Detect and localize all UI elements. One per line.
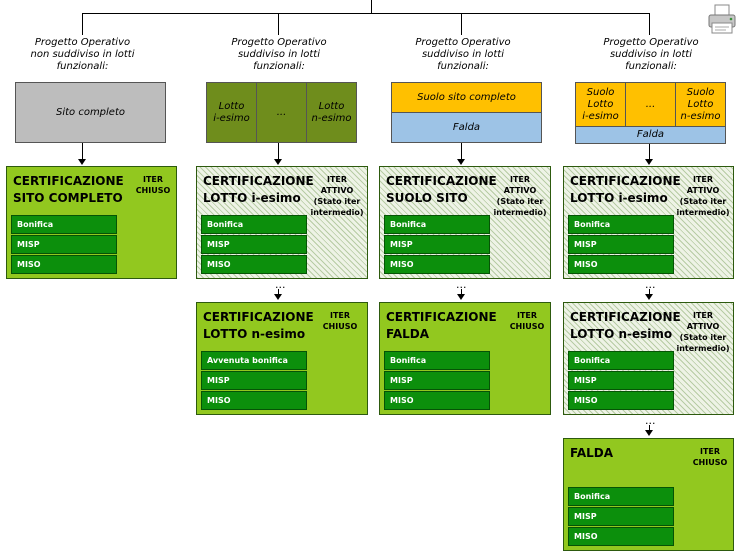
option-misp[interactable]: MISP xyxy=(201,235,307,254)
column-3-header: Progetto Operativo suddiviso in lotti fu… xyxy=(415,37,511,72)
iter-status: ITER CHIUSO xyxy=(322,311,358,331)
cert-title: CERTIFICAZIONE SITO COMPLETO xyxy=(13,174,124,205)
lotto-ellipsis-box: ... xyxy=(256,82,307,143)
top-stem xyxy=(371,0,372,13)
option-avvenuta-bonifica[interactable]: Avvenuta bonifica xyxy=(201,351,307,370)
column-2-header: Progetto Operativo suddiviso in lotti fu… xyxy=(231,37,327,72)
option-misp[interactable]: MISP xyxy=(568,507,674,526)
option-miso[interactable]: MISO xyxy=(568,527,674,546)
cert-title: CERTIFICAZIONE SUOLO SITO xyxy=(386,174,497,205)
option-bonifica[interactable]: Bonifica xyxy=(201,215,307,234)
ellipsis-4: ... xyxy=(645,278,656,291)
cert-title: CERTIFICAZIONE LOTTO i-esimo xyxy=(203,174,314,205)
option-misp[interactable]: MISP xyxy=(568,371,674,390)
top-bus xyxy=(82,13,650,14)
iter-status: ITER CHIUSO xyxy=(509,311,545,331)
option-miso[interactable]: MISO xyxy=(201,391,307,410)
cert-title: CERTIFICAZIONE FALDA xyxy=(386,310,497,341)
printer-icon[interactable] xyxy=(706,3,738,37)
falda-box: Falda xyxy=(391,112,542,143)
ellipsis-4b: ... xyxy=(645,414,656,427)
option-bonifica[interactable]: Bonifica xyxy=(384,215,490,234)
cert-lotto-n-esimo-4: CERTIFICAZIONE LOTTO n-esimo ITER ATTIVO… xyxy=(563,302,734,415)
connector-4 xyxy=(649,144,650,160)
arrow-4b xyxy=(645,294,653,300)
connector-2b xyxy=(278,289,279,295)
falda-box-4: Falda xyxy=(575,126,726,144)
cert-lotto-i-esimo-4: CERTIFICAZIONE LOTTO i-esimo ITER ATTIVO… xyxy=(563,166,734,279)
arrow-4c xyxy=(645,430,653,436)
option-misp[interactable]: MISP xyxy=(384,235,490,254)
option-bonifica[interactable]: Bonifica xyxy=(384,351,490,370)
suolo-lotto-n-esimo-box: Suolo Lotto n-esimo xyxy=(675,82,726,127)
iter-status: ITER ATTIVO (Stato iter intermedio) xyxy=(676,311,730,353)
connector-3 xyxy=(461,143,462,160)
arrow-4 xyxy=(645,159,653,165)
option-miso[interactable]: MISO xyxy=(384,391,490,410)
option-misp[interactable]: MISP xyxy=(384,371,490,390)
connector-1 xyxy=(82,143,83,160)
connector-4c xyxy=(649,425,650,431)
iter-status: ITER ATTIVO (Stato iter intermedio) xyxy=(676,175,730,217)
ellipsis-3: ... xyxy=(456,278,467,291)
cert-lotto-n-esimo: CERTIFICAZIONE LOTTO n-esimo ITER CHIUSO… xyxy=(196,302,368,415)
arrow-3b xyxy=(457,294,465,300)
lotto-i-esimo-box: Lotto i-esimo xyxy=(206,82,257,143)
lotto-n-esimo-box: Lotto n-esimo xyxy=(306,82,357,143)
option-miso[interactable]: MISO xyxy=(384,255,490,274)
bus-drop-2 xyxy=(278,13,279,35)
suolo-lotto-i-esimo-box: Suolo Lotto i-esimo xyxy=(575,82,626,127)
iter-status: ITER ATTIVO (Stato iter intermedio) xyxy=(310,175,364,217)
iter-status: ITER CHIUSO xyxy=(692,447,728,467)
option-bonifica[interactable]: Bonifica xyxy=(568,487,674,506)
option-miso[interactable]: MISO xyxy=(201,255,307,274)
option-misp[interactable]: MISP xyxy=(11,235,117,254)
ellipsis-2: ... xyxy=(275,278,286,291)
arrow-1 xyxy=(78,159,86,165)
suolo-lotto-ellipsis-box: ... xyxy=(625,82,676,127)
cert-title: CERTIFICAZIONE LOTTO n-esimo xyxy=(570,310,681,341)
column-1-header: Progetto Operativo non suddiviso in lott… xyxy=(30,37,135,72)
connector-3b xyxy=(461,289,462,295)
cert-falda-4: FALDA ITER CHIUSO Bonifica MISP MISO xyxy=(563,438,734,551)
option-misp[interactable]: MISP xyxy=(201,371,307,390)
cert-sito-completo: CERTIFICAZIONE SITO COMPLETO ITER CHIUSO… xyxy=(6,166,177,279)
option-miso[interactable]: MISO xyxy=(11,255,117,274)
cert-lotto-i-esimo: CERTIFICAZIONE LOTTO i-esimo ITER ATTIVO… xyxy=(196,166,368,279)
cert-title: FALDA xyxy=(570,446,614,460)
iter-status: ITER ATTIVO (Stato iter intermedio) xyxy=(493,175,547,217)
connector-2 xyxy=(278,143,279,160)
bus-drop-4 xyxy=(649,13,650,35)
option-bonifica[interactable]: Bonifica xyxy=(11,215,117,234)
cert-falda: CERTIFICAZIONE FALDA ITER CHIUSO Bonific… xyxy=(379,302,551,415)
option-bonifica[interactable]: Bonifica xyxy=(568,215,674,234)
option-misp[interactable]: MISP xyxy=(568,235,674,254)
bus-drop-1 xyxy=(82,13,83,35)
option-miso[interactable]: MISO xyxy=(568,255,674,274)
iter-status: ITER CHIUSO xyxy=(135,175,171,195)
column-4-header: Progetto Operativo suddiviso in lotti fu… xyxy=(603,37,699,72)
arrow-2b xyxy=(274,294,282,300)
connector-4b xyxy=(649,289,650,295)
cert-suolo-sito: CERTIFICAZIONE SUOLO SITO ITER ATTIVO (S… xyxy=(379,166,551,279)
arrow-2 xyxy=(274,159,282,165)
suolo-sito-completo-box: Suolo sito completo xyxy=(391,82,542,113)
cert-title: CERTIFICAZIONE LOTTO i-esimo xyxy=(570,174,681,205)
option-miso[interactable]: MISO xyxy=(568,391,674,410)
sito-completo-box: Sito completo xyxy=(15,82,166,143)
bus-drop-3 xyxy=(461,13,462,35)
option-bonifica[interactable]: Bonifica xyxy=(568,351,674,370)
arrow-3 xyxy=(457,159,465,165)
cert-title: CERTIFICAZIONE LOTTO n-esimo xyxy=(203,310,314,341)
